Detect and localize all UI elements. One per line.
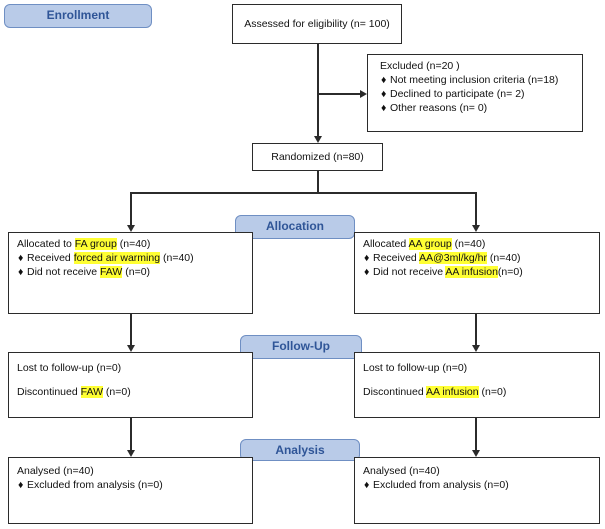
connector-line	[475, 314, 477, 345]
eligibility-box: Assessed for eligibility (n= 100)	[232, 4, 402, 44]
excluded-item-text: Other reasons (n= 0)	[390, 102, 488, 114]
label: Discontinued	[363, 386, 427, 398]
intervention-highlight: AA@3ml/kg/hr	[419, 252, 487, 264]
bullet-icon: ♦	[18, 479, 24, 491]
analysis-item: ♦Excluded from analysis (n=0)	[17, 478, 252, 492]
followup-left-discontinued: Discontinued FAW (n=0)	[17, 385, 252, 399]
bullet-icon: ♦	[364, 252, 370, 264]
randomized-box: Randomized (n=80)	[252, 143, 383, 171]
label: Did not receive	[27, 266, 100, 278]
stage-allocation: Allocation	[235, 215, 355, 239]
arrow-down-icon	[314, 136, 322, 143]
connector-line	[130, 418, 132, 450]
intervention-highlight: AA infusion	[445, 266, 498, 278]
excluded-item: ♦Not meeting inclusion criteria (n=18)	[380, 73, 582, 87]
excluded-item-text: Not meeting inclusion criteria (n=18)	[390, 74, 559, 86]
label: Allocated	[363, 238, 409, 250]
connector-line	[317, 171, 319, 193]
connector-line	[317, 44, 319, 136]
excluded-item-text: Declined to participate (n= 2)	[390, 88, 525, 100]
excluded-item: ♦Other reasons (n= 0)	[380, 101, 582, 115]
bullet-icon: ♦	[381, 74, 387, 86]
eligibility-text: Assessed for eligibility (n= 100)	[244, 18, 390, 30]
label: (n=40)	[451, 238, 486, 250]
allocation-right-box: Allocated AA group (n=40) ♦Received AA@3…	[354, 232, 600, 314]
allocation-right-title: Allocated AA group (n=40)	[363, 237, 599, 251]
excluded-box: Excluded (n=20 ) ♦Not meeting inclusion …	[367, 54, 583, 132]
followup-right-box: Lost to follow-up (n=0) Discontinued AA …	[354, 352, 600, 418]
label: Discontinued	[17, 386, 81, 398]
analysis-right-analysed: Analysed (n=40)	[363, 465, 440, 477]
followup-right-lost: Lost to follow-up (n=0)	[363, 362, 468, 374]
label: Received	[373, 252, 420, 264]
label: (n=40)	[116, 238, 151, 250]
allocation-item: ♦Did not receive AA infusion(n=0)	[363, 265, 599, 279]
stage-enrollment: Enrollment	[4, 4, 152, 28]
label: (n=0)	[102, 386, 131, 398]
arrow-down-icon	[127, 345, 135, 352]
bullet-icon: ♦	[364, 266, 370, 278]
label: Excluded from analysis (n=0)	[27, 479, 163, 491]
followup-left-box: Lost to follow-up (n=0) Discontinued FAW…	[8, 352, 253, 418]
intervention-highlight: AA infusion	[426, 386, 479, 398]
label: (n=40)	[486, 252, 521, 264]
bullet-icon: ♦	[364, 479, 370, 491]
connector-line	[130, 192, 476, 194]
randomized-text: Randomized (n=80)	[271, 151, 364, 163]
followup-left-lost: Lost to follow-up (n=0)	[17, 362, 122, 374]
bullet-icon: ♦	[18, 266, 24, 278]
stage-followup: Follow-Up	[240, 335, 362, 359]
allocation-item: ♦Did not receive FAW (n=0)	[17, 265, 252, 279]
arrow-right-icon	[360, 90, 367, 98]
analysis-right-box: Analysed (n=40) ♦Excluded from analysis …	[354, 457, 600, 524]
allocation-item: ♦Received forced air warming (n=40)	[17, 251, 252, 265]
connector-line	[130, 314, 132, 345]
allocation-item: ♦Received AA@3ml/kg/hr (n=40)	[363, 251, 599, 265]
analysis-item: ♦Excluded from analysis (n=0)	[363, 478, 599, 492]
intervention-highlight: forced air warming	[73, 252, 161, 264]
bullet-icon: ♦	[18, 252, 24, 264]
intervention-highlight: FAW	[99, 266, 123, 278]
connector-line	[475, 192, 477, 225]
analysis-left-box: Analysed (n=40) ♦Excluded from analysis …	[8, 457, 253, 524]
label: (n=40)	[160, 252, 194, 264]
label: Excluded from analysis (n=0)	[373, 479, 509, 491]
group-name-highlight: AA group	[408, 238, 452, 250]
connector-line	[475, 418, 477, 450]
followup-right-discontinued: Discontinued AA infusion (n=0)	[363, 385, 599, 399]
allocation-left-title: Allocated to FA group (n=40)	[17, 237, 252, 251]
label: (n=0)	[122, 266, 151, 278]
intervention-highlight: FAW	[80, 386, 103, 398]
stage-analysis: Analysis	[240, 439, 360, 461]
arrow-down-icon	[472, 225, 480, 232]
label: Received	[27, 252, 74, 264]
bullet-icon: ♦	[381, 102, 387, 114]
label: Allocated to	[17, 238, 75, 250]
connector-line	[317, 93, 360, 95]
excluded-title: Excluded (n=20 )	[380, 60, 460, 72]
allocation-left-box: Allocated to FA group (n=40) ♦Received f…	[8, 232, 253, 314]
group-name-highlight: FA group	[74, 238, 117, 250]
excluded-item: ♦Declined to participate (n= 2)	[380, 87, 582, 101]
analysis-left-analysed: Analysed (n=40)	[17, 465, 94, 477]
arrow-down-icon	[127, 225, 135, 232]
arrow-down-icon	[472, 345, 480, 352]
label: (n=0)	[497, 266, 523, 278]
arrow-down-icon	[472, 450, 480, 457]
arrow-down-icon	[127, 450, 135, 457]
label: (n=0)	[478, 386, 507, 398]
bullet-icon: ♦	[381, 88, 387, 100]
label: Did not receive	[373, 266, 446, 278]
connector-line	[130, 192, 132, 225]
